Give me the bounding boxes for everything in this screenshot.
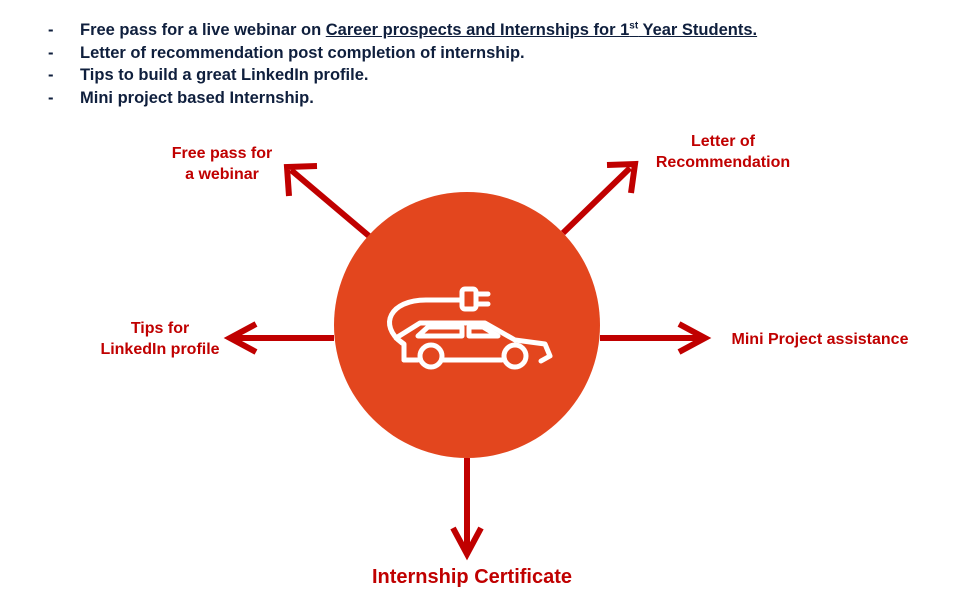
label-linkedin: Tips for LinkedIn profile (90, 318, 230, 360)
arrow-to-webinar (283, 163, 371, 239)
bullet-text: Mini project based Internship. (80, 88, 314, 107)
label-recommendation: Letter of Recommendation (643, 131, 803, 173)
webinar-link-tail[interactable]: Year Students. (638, 21, 758, 39)
label-linkedin-line2: LinkedIn profile (100, 341, 220, 358)
arrow-to-mini-project (600, 321, 712, 355)
label-mini-project: Mini Project assistance (731, 331, 909, 348)
ordinal-superscript[interactable]: st (629, 20, 639, 32)
list-item: - Free pass for a live webinar on Career … (48, 19, 757, 42)
electric-car-plug-icon (387, 286, 553, 370)
arrow-to-certificate (450, 458, 484, 561)
label-webinar-line1: Free pass for (171, 145, 273, 162)
bullet-dash: - (48, 21, 54, 39)
label-recommendation-line1: Letter of (691, 133, 755, 150)
label-recommendation-line2: Recommendation (655, 154, 791, 171)
list-item: - Tips to build a great LinkedIn profile. (48, 64, 757, 87)
webinar-link-text[interactable]: Career prospects and Internships for 1 (325, 21, 630, 39)
arrow-to-linkedin (223, 321, 334, 355)
bullet-dash: - (48, 66, 54, 84)
bullet-dash: - (48, 88, 54, 107)
label-webinar: Free pass for a webinar (152, 143, 292, 185)
list-item: - Mini project based Internship. (48, 87, 757, 110)
label-webinar-line2: a webinar (185, 166, 259, 183)
label-certificate: Internship Certificate (371, 566, 573, 588)
list-item: - Letter of recommendation post completio… (48, 42, 757, 65)
bullet-dash: - (48, 43, 54, 62)
label-linkedin-line1: Tips for (130, 320, 190, 337)
bullet-text: Tips to build a great LinkedIn profile. (80, 66, 369, 84)
bullet-text: Letter of recommendation post completion… (80, 43, 525, 62)
webinar-link[interactable]: Career prospects and Internships for 1st… (326, 21, 757, 39)
benefits-list: - Free pass for a live webinar on Career … (48, 19, 757, 109)
bullet-text: Free pass for a live webinar on (80, 21, 326, 39)
arrow-to-recommendation (560, 160, 639, 236)
